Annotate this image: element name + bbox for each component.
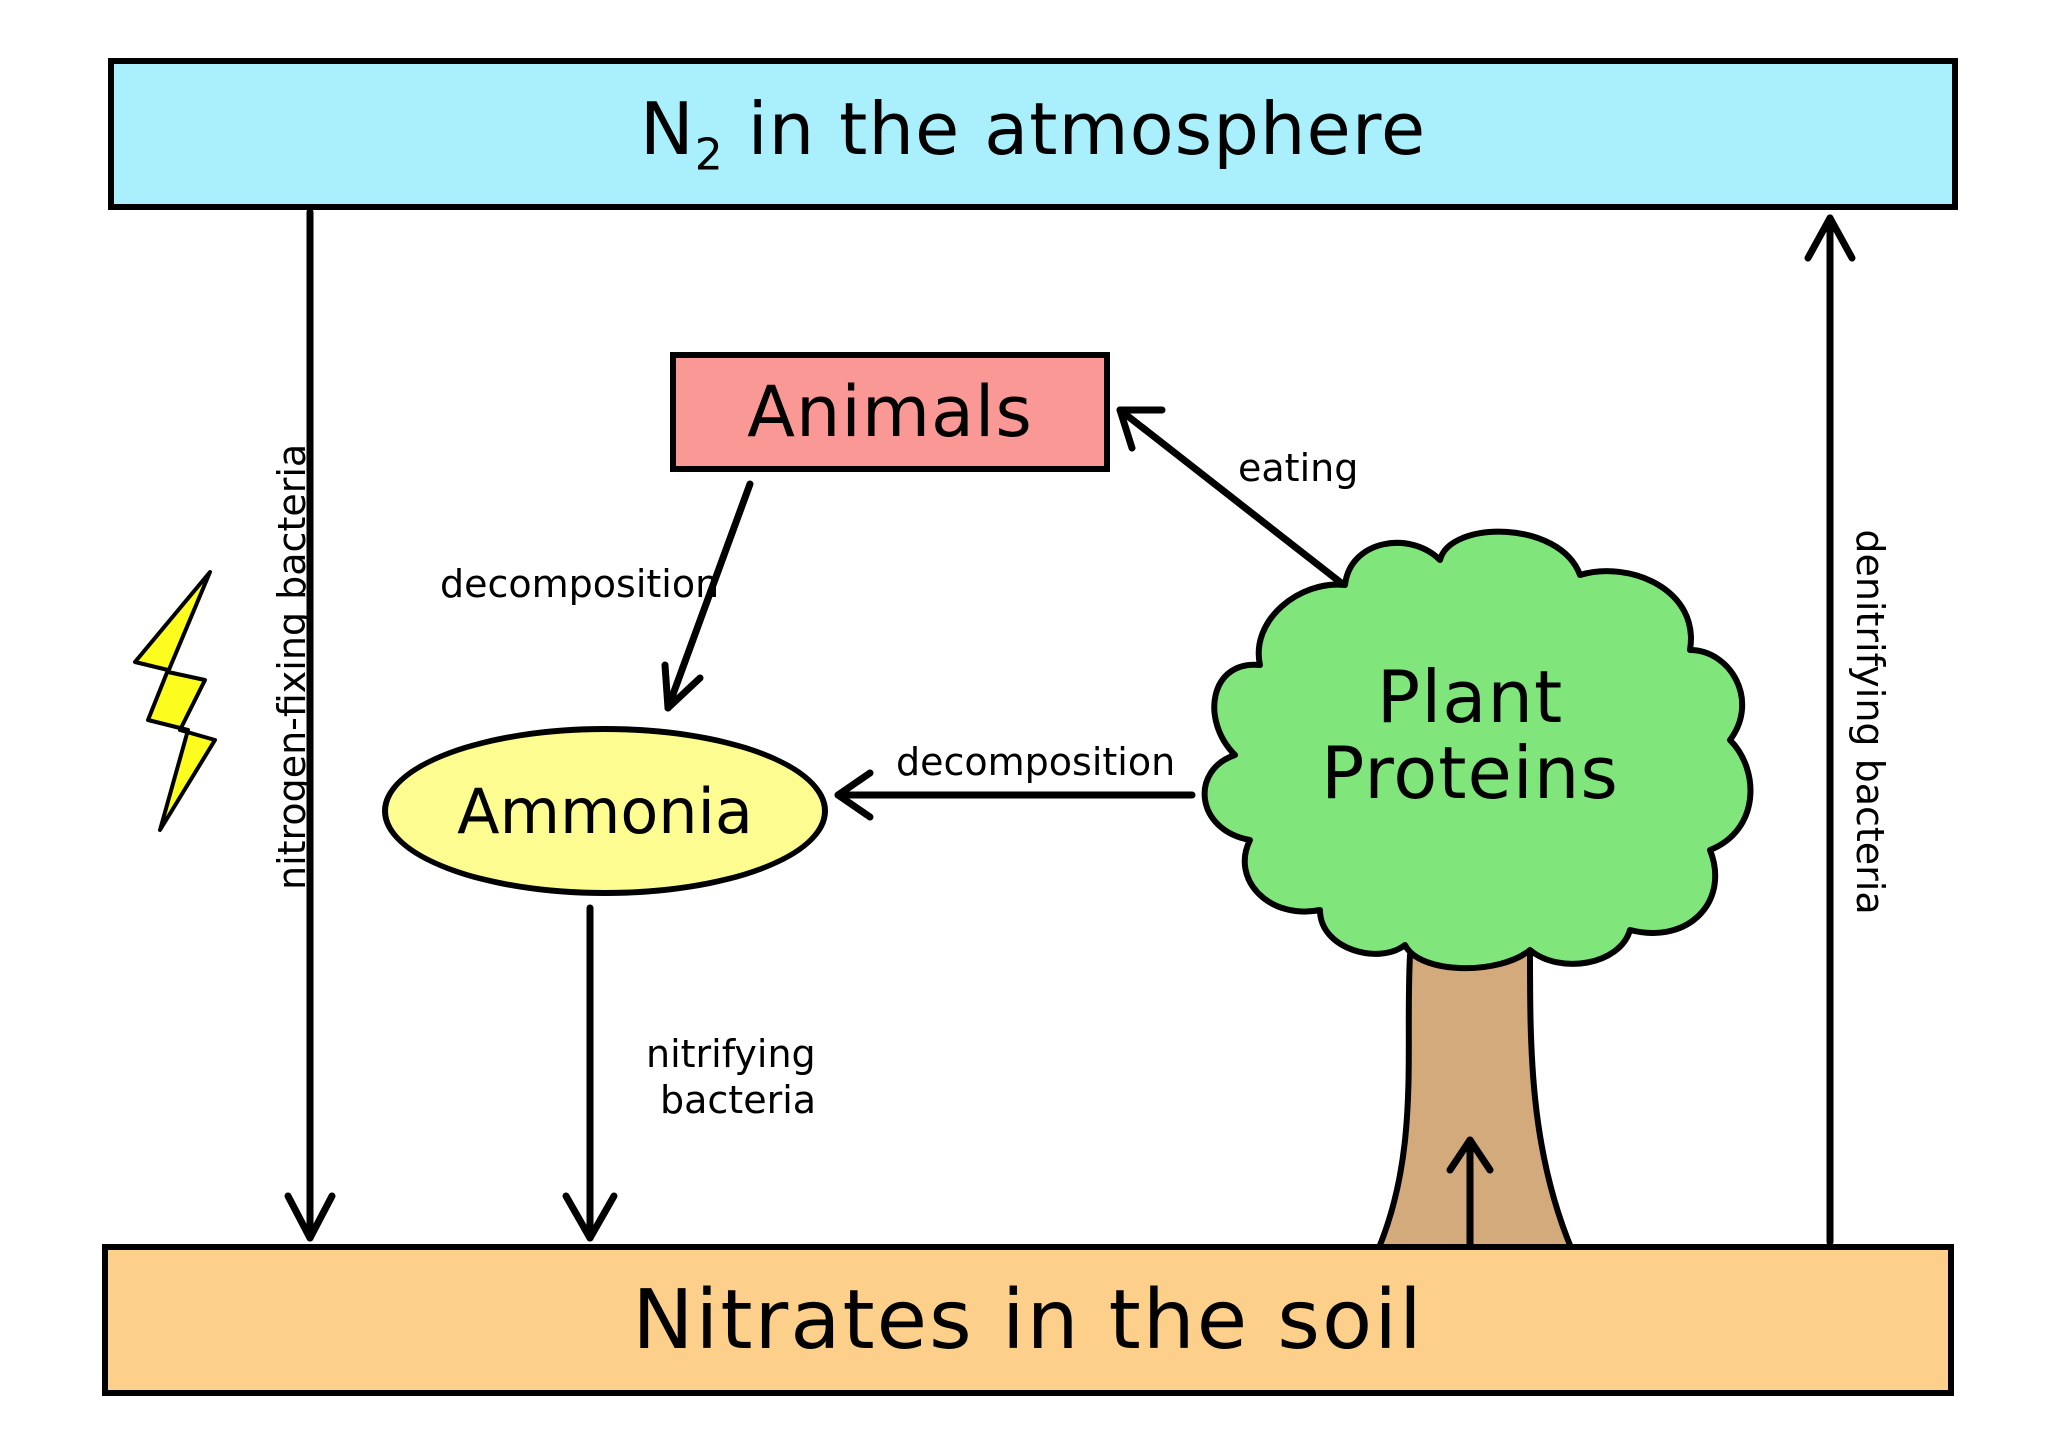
decomposition-plant-label: decomposition	[896, 740, 1176, 784]
arrowhead-denitrifying	[1804, 214, 1856, 262]
ammonia-ellipse: Ammonia	[382, 726, 828, 896]
plant-proteins-label: Plant Proteins	[1290, 655, 1650, 815]
atmosphere-box: N2 in the atmosphere	[108, 58, 1958, 210]
arrowhead-eating	[1116, 406, 1166, 452]
eating-label: eating	[1238, 446, 1359, 490]
nitrifying-label-line1: nitrifying	[646, 1032, 816, 1076]
arrowhead-nitrifying	[562, 1192, 618, 1242]
soil-box: Nitrates in the soil	[102, 1244, 1954, 1396]
nitrogen-fixing-label: nitrogen-fixing bacteria	[270, 443, 314, 890]
soil-title: Nitrates in the soil	[632, 1272, 1424, 1368]
atmosphere-title: N2 in the atmosphere	[639, 87, 1427, 181]
ammonia-title: Ammonia	[457, 774, 753, 848]
nitrifying-label-line2: bacteria	[660, 1078, 817, 1122]
lightning-icon	[133, 570, 217, 832]
plant-label-line1: Plant	[1376, 655, 1564, 739]
tree-trunk	[1375, 947, 1575, 1253]
arrowhead-uptake	[1446, 1136, 1494, 1174]
arrow-eating	[1116, 406, 1344, 586]
plant-label-line2: Proteins	[1321, 730, 1619, 815]
denitrifying-label: denitrifying bacteria	[1848, 529, 1892, 915]
tree-icon	[1201, 528, 1754, 972]
arrow-decomposition-animals	[664, 480, 754, 712]
animals-box: Animals	[670, 352, 1110, 472]
arrowhead-nitrogen-fixing	[284, 1192, 336, 1242]
arrowhead-decomposition-animals	[661, 661, 704, 712]
arrowhead-decomposition-plant	[834, 769, 874, 821]
decomposition-animals-label: decomposition	[440, 562, 720, 606]
animals-title: Animals	[747, 371, 1033, 453]
